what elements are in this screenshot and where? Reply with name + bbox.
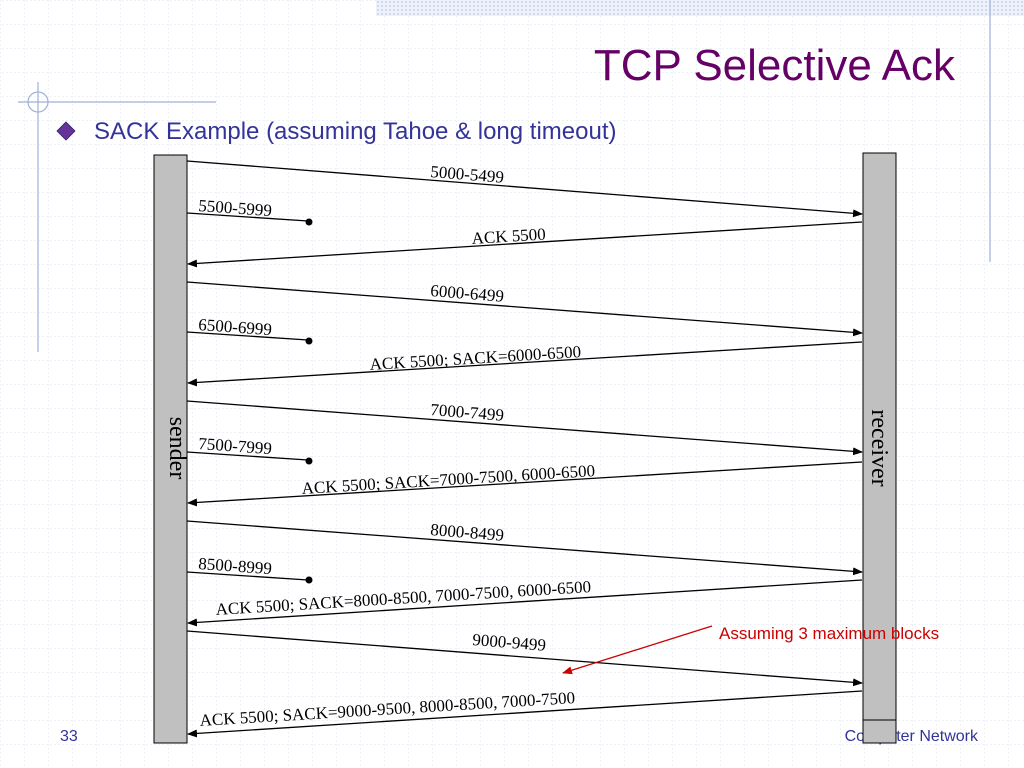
data-arrow <box>186 160 863 218</box>
sender-timeline <box>153 154 188 744</box>
lost-segment-line <box>186 331 309 341</box>
sequence-diagram <box>186 160 863 738</box>
receiver-timeline-overlap <box>862 719 897 744</box>
decor-crosshair <box>18 0 991 352</box>
lost-segment-line <box>186 571 309 581</box>
receiver-label: receiver <box>866 409 892 486</box>
ack-arrow <box>187 690 863 738</box>
slide-title: TCP Selective Ack <box>594 41 956 90</box>
top-decor-band <box>376 0 1024 16</box>
ack-arrow <box>187 341 863 387</box>
data-arrow <box>186 400 863 456</box>
data-arrow <box>186 281 863 337</box>
ack-arrow <box>187 221 863 268</box>
page-number: 33 <box>60 728 78 745</box>
lost-packet-dot <box>305 337 313 345</box>
bullet-text: SACK Example (assuming Tahoe & long time… <box>94 118 616 145</box>
ack-label: ACK 5500 <box>471 225 546 248</box>
annotation-text: Assuming 3 maximum blocks <box>719 624 939 643</box>
annotation-pointer <box>562 625 713 675</box>
bullet-diamond-icon <box>56 121 76 141</box>
ack-arrow <box>187 461 863 507</box>
data-arrow <box>186 520 863 576</box>
sender-label: sender <box>164 417 190 480</box>
lost-segment-line <box>186 212 309 222</box>
receiver-timeline <box>862 152 897 744</box>
lost-packet-dot <box>305 457 313 465</box>
ack-arrow <box>187 579 863 627</box>
lost-packet-dot <box>305 576 313 584</box>
lost-segment-line <box>186 451 309 461</box>
lost-packet-dot <box>305 218 313 226</box>
data-arrow <box>186 630 863 687</box>
